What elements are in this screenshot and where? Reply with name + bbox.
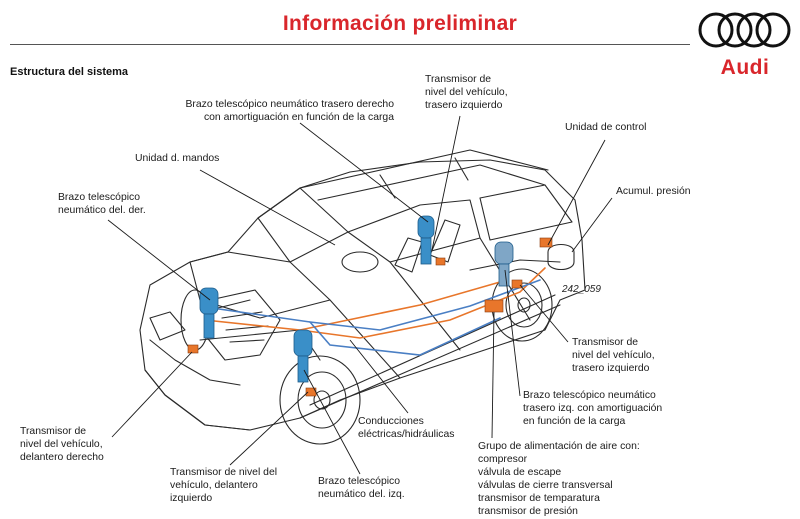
section-title: Estructura del sistema <box>10 66 128 78</box>
hydraulic-line <box>299 281 501 331</box>
rear-left-strut <box>494 241 514 287</box>
leader-line <box>349 339 409 414</box>
leader-line <box>547 139 606 246</box>
leader-line <box>199 169 336 246</box>
level-sensor-rear-right <box>435 257 446 266</box>
seat <box>394 237 423 273</box>
brand-wordmark: Audi <box>720 56 770 79</box>
label-rear-right-strut: Brazo telescópico neumático trasero dere… <box>185 99 394 123</box>
door-line <box>329 299 401 379</box>
air-supply-unit <box>484 299 504 313</box>
leader-line <box>504 269 521 397</box>
audi-logo: Audi <box>694 10 796 80</box>
page-title: Información preliminar <box>282 12 518 35</box>
front-right-strut <box>199 287 219 339</box>
label-level-sensor-rear-left: Transmisor de nivel del vehículo, traser… <box>572 337 655 374</box>
roof-rail <box>317 164 546 201</box>
label-level-sensor-front-right: Transmisor de nivel del vehículo, delant… <box>20 426 104 463</box>
control-unit <box>539 237 553 248</box>
headlight <box>149 311 186 341</box>
front-bumper <box>144 369 251 431</box>
audi-rings-icon <box>698 12 791 48</box>
leader-line <box>111 351 193 438</box>
label-level-sensor-rear-left-top: Transmisor de nivel del vehículo, traser… <box>425 74 508 111</box>
level-sensor-rear-left <box>511 279 523 289</box>
roof-crossbar <box>454 157 469 181</box>
rear-right-strut <box>417 215 435 265</box>
air-struts <box>199 215 514 383</box>
figure-code: 242_059 <box>562 284 601 295</box>
level-sensor-front-right <box>187 344 199 354</box>
label-control-unit: Unidad de control <box>565 122 647 133</box>
header-divider <box>10 44 690 45</box>
leader-line <box>491 311 495 439</box>
leader-line <box>571 197 613 253</box>
side-window <box>347 199 481 263</box>
label-level-sensor-front-left: Transmisor de nivel del vehículo, delant… <box>170 467 278 504</box>
roof-rail <box>299 149 549 189</box>
label-front-right-strut: Brazo telescópico neumático del. der. <box>58 192 146 216</box>
rear-axle <box>469 259 561 271</box>
windshield <box>257 187 349 263</box>
door-line <box>389 261 461 351</box>
grille <box>149 339 241 386</box>
steering-wheel <box>341 251 379 273</box>
label-front-left-strut: Brazo telescópico neumático del. izq. <box>318 476 405 500</box>
front-left-wheel <box>279 355 361 445</box>
label-pressure-accumulator: Acumul. presión <box>616 186 691 197</box>
electric-line <box>309 317 501 356</box>
leader-line <box>299 122 429 223</box>
seat <box>429 219 461 263</box>
electric-line <box>211 279 541 331</box>
leader-line <box>303 369 361 475</box>
pressure-accumulator <box>547 243 575 271</box>
components <box>187 237 553 397</box>
sill <box>299 304 561 419</box>
label-lines: Conducciones eléctricas/hidráulicas <box>358 416 455 440</box>
leader-line <box>107 219 211 301</box>
leader-line <box>229 391 309 466</box>
leader-line <box>519 284 569 343</box>
label-operating-unit: Unidad d. mandos <box>135 153 220 164</box>
front-left-strut <box>293 329 313 383</box>
side-window <box>479 184 573 241</box>
hydraulic-line <box>204 267 546 339</box>
label-air-supply-unit: Grupo de alimentación de aire con: compr… <box>478 441 640 517</box>
leader-line <box>431 115 461 251</box>
label-rear-left-strut: Brazo telescópico neumático trasero izq.… <box>523 390 663 427</box>
